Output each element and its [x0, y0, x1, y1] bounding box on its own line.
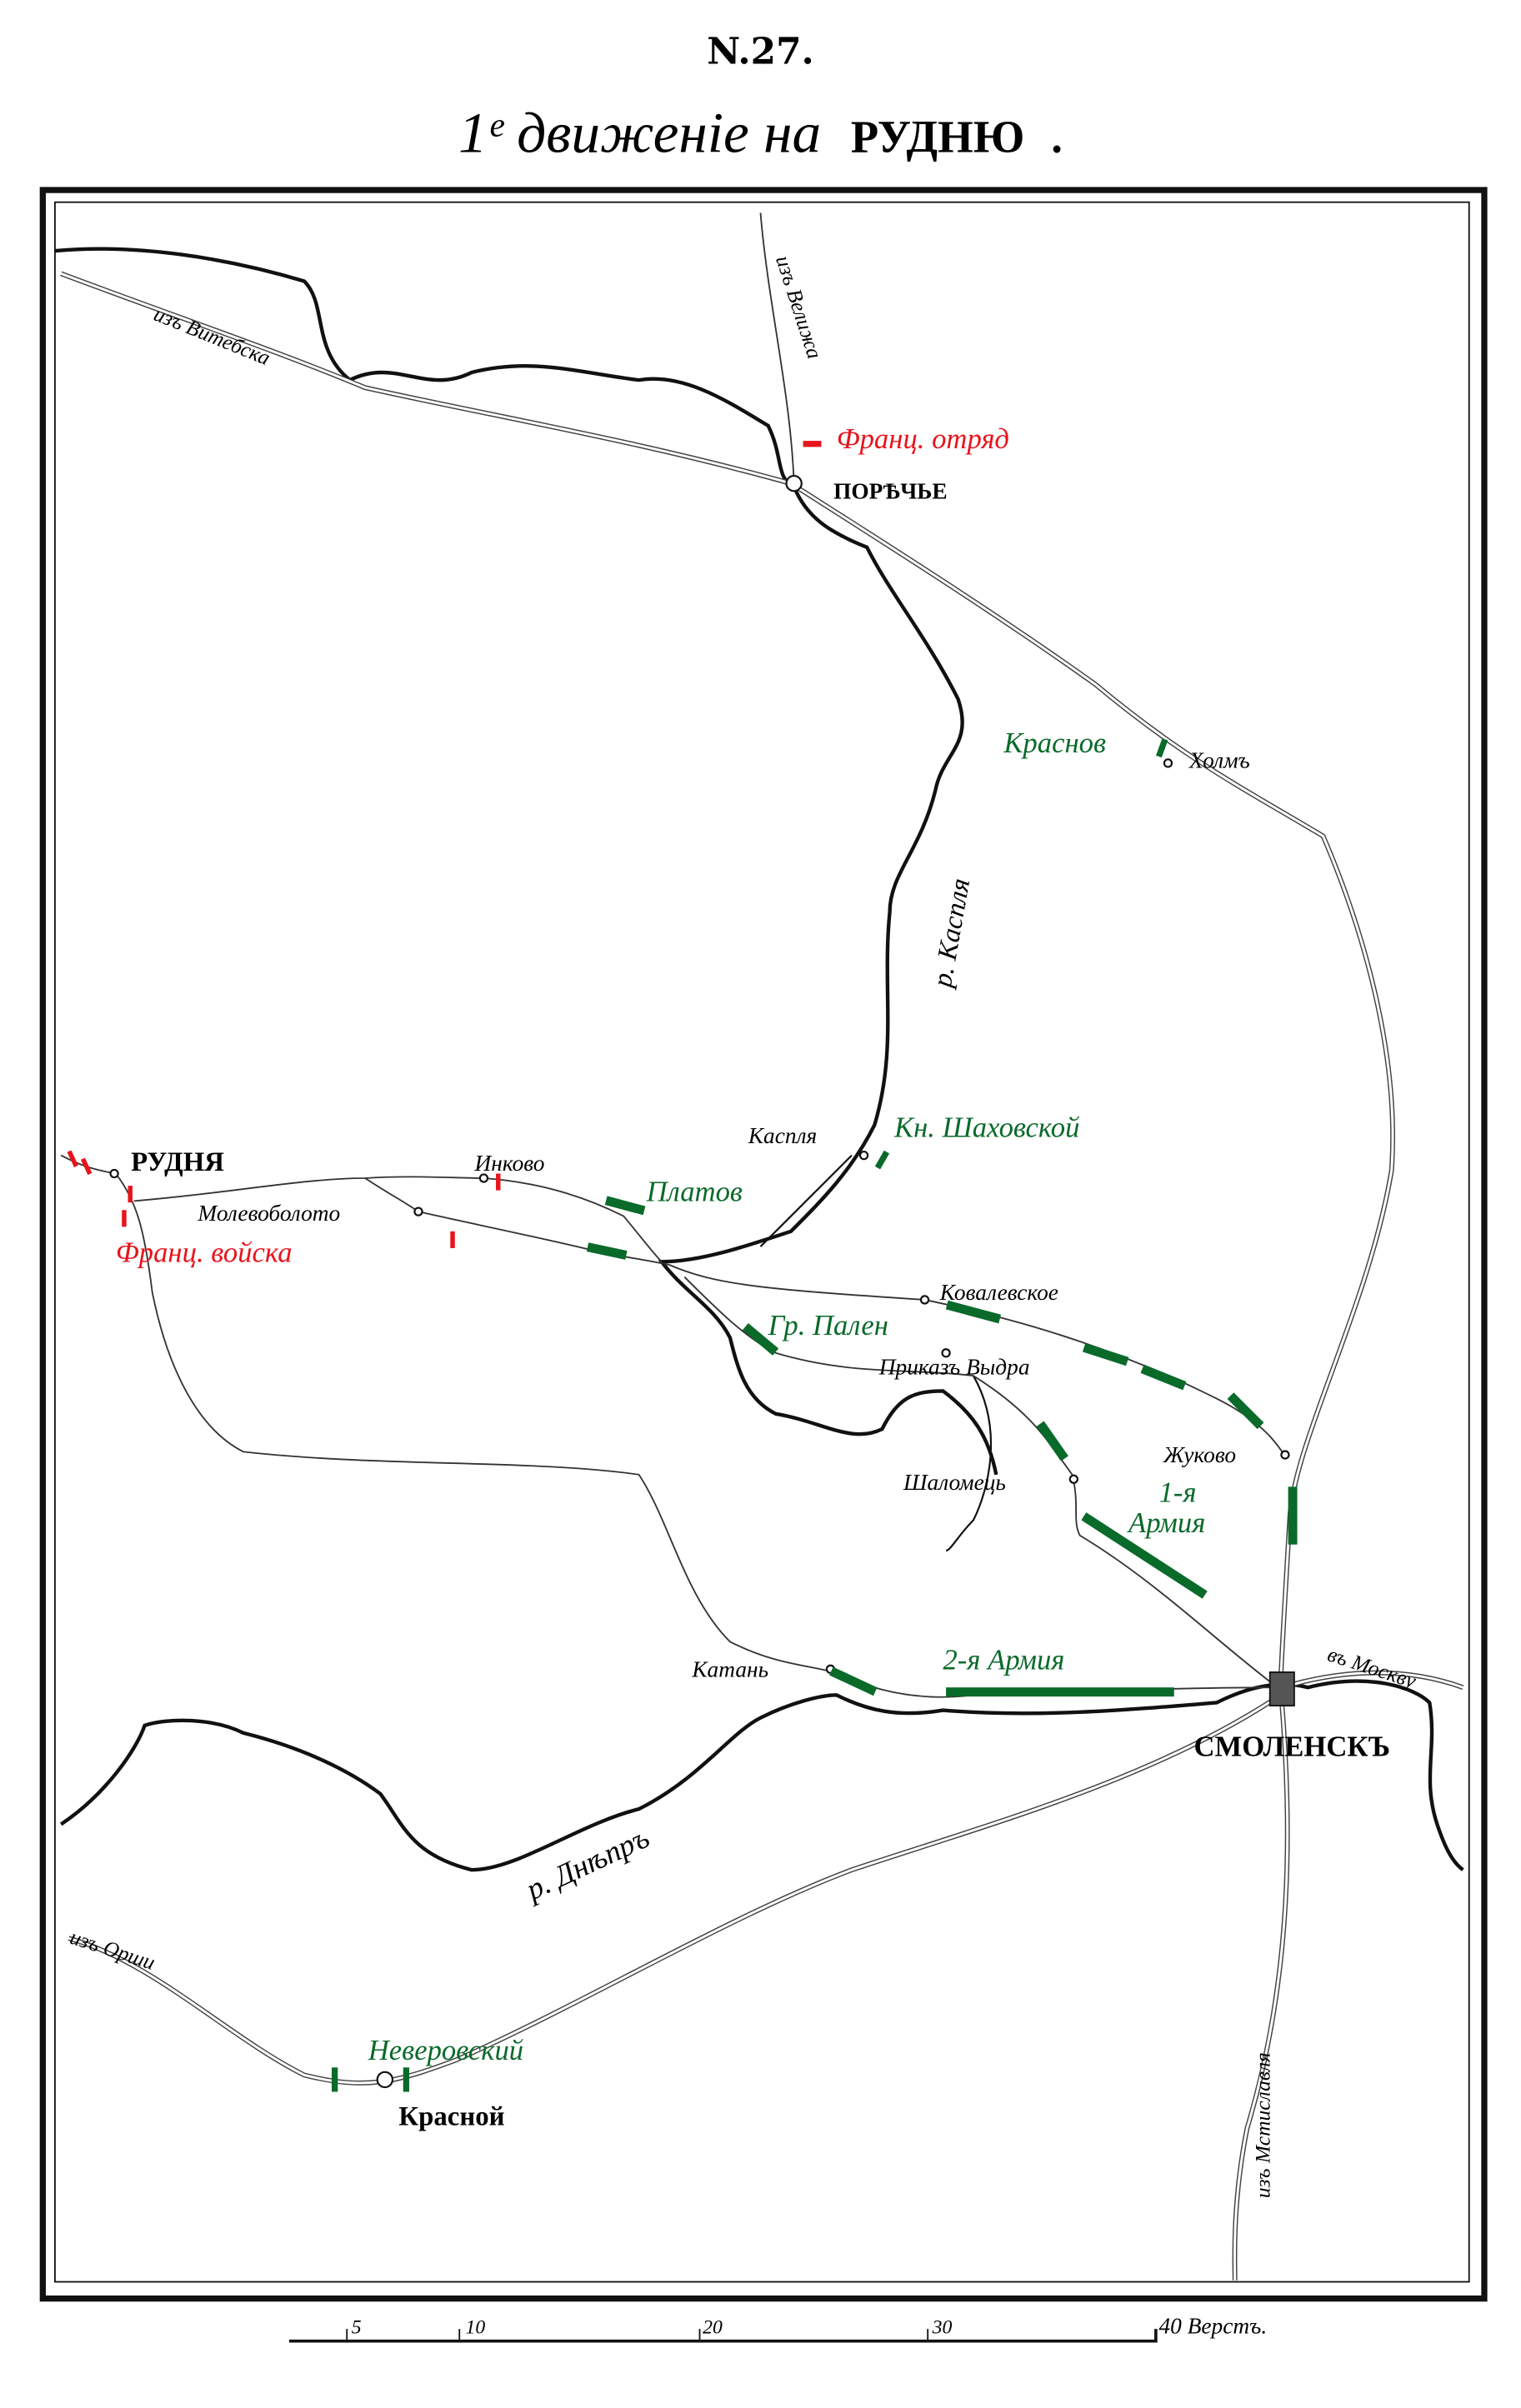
label-palen: Гр. Пален — [768, 1310, 888, 1341]
label-from-velizh: изъ Велижа — [771, 252, 827, 362]
town-kasplya-marker — [858, 1150, 869, 1161]
label-vydra: Приказъ Выдра — [878, 1354, 1030, 1379]
town-smolensk-marker — [1268, 1671, 1295, 1706]
scale-bar: 5 10 20 30 40 Верстъ. — [288, 2314, 1268, 2343]
label-army1-number: 1-я — [1159, 1477, 1197, 1509]
label-kholm: Холмъ — [1188, 747, 1250, 772]
map-frame-outer — [39, 187, 1488, 2302]
label-french-detachment: Франц. отряд — [837, 423, 1009, 455]
map-title: 1ᵉ движеніе на РУДНЮ . — [458, 100, 1063, 164]
town-shalomets-marker — [1068, 1474, 1079, 1484]
scale-tick-20: 20 — [703, 2317, 723, 2339]
label-katan: Катань — [691, 1656, 768, 1681]
label-platov: Платов — [646, 1176, 743, 1207]
town-porechye-marker — [785, 474, 803, 492]
town-inkovo-marker — [478, 1173, 489, 1183]
river-kasplya-lake — [759, 1154, 853, 1247]
label-from-vitebsk: изъ Витебска — [150, 302, 273, 370]
french-troop-markers — [67, 441, 822, 1248]
title-end: . — [1051, 111, 1063, 162]
town-molevo-marker — [413, 1206, 423, 1216]
label-french-troops: Франц. войска — [116, 1236, 293, 1268]
svg-text:1ᵉ движеніе на РУДНЮ: 1ᵉ движеніе на РУДНЮ . — [458, 100, 1063, 164]
town-rudnya-marker — [109, 1168, 119, 1179]
label-krasnov: Краснов — [1003, 727, 1106, 759]
russian-troop-markers — [331, 738, 1298, 2092]
town-zhukovo-marker — [1280, 1450, 1290, 1460]
town-krasnoy-marker — [376, 2071, 394, 2089]
label-army2: 2-я Армия — [943, 1644, 1064, 1676]
label-krasnoy: Красной — [398, 2102, 504, 2132]
town-vydra-marker — [941, 1348, 951, 1358]
river-shalomets-stream — [945, 1375, 993, 1552]
label-from-orsha: изъ Орши — [68, 1925, 158, 1975]
label-porechye: ПОРѢЧЬЕ — [833, 478, 948, 503]
town-kovalevskoe-marker — [919, 1295, 930, 1305]
label-kasplya: Каспля — [748, 1123, 817, 1148]
map-frame-inner — [54, 201, 1470, 2283]
label-to-moscow: въ Москву — [1324, 1641, 1419, 1693]
label-kovalevskoe: Ковалевское — [939, 1280, 1058, 1305]
town-kholm-marker — [1163, 758, 1173, 768]
label-zhukovo: Жуково — [1163, 1442, 1236, 1467]
label-shakhovskoy: Кн. Шаховской — [893, 1112, 1079, 1144]
scale-tick-10: 10 — [466, 2317, 486, 2339]
label-molevo: Молевоболото — [197, 1201, 340, 1226]
label-shalomets: Шаломець — [903, 1470, 1006, 1495]
scale-label-40-versts: 40 Верстъ. — [1159, 2314, 1268, 2339]
label-neverovsky: Неверовский — [368, 2035, 523, 2066]
label-smolensk: СМОЛЕНСКЪ — [1193, 1731, 1390, 1762]
label-river-dnepr: р. Днѣпръ — [518, 1820, 654, 1907]
label-inkovo: Инково — [473, 1151, 544, 1176]
label-rudnya: РУДНЯ — [131, 1147, 224, 1177]
title-bold: РУДНЮ — [851, 111, 1025, 162]
map-number: N.27. — [707, 31, 814, 73]
label-army1-word: Армия — [1127, 1507, 1205, 1539]
label-river-kasplya: р. Каспля — [928, 876, 977, 991]
river-dnepr — [60, 1679, 1464, 1872]
river-kasplya — [54, 247, 998, 1476]
label-from-mstislavl: изъ Мстиславля — [1251, 2052, 1275, 2198]
title-script: 1ᵉ движеніе на — [458, 100, 821, 164]
scale-tick-5: 5 — [352, 2317, 362, 2339]
scale-tick-30: 30 — [932, 2317, 953, 2339]
